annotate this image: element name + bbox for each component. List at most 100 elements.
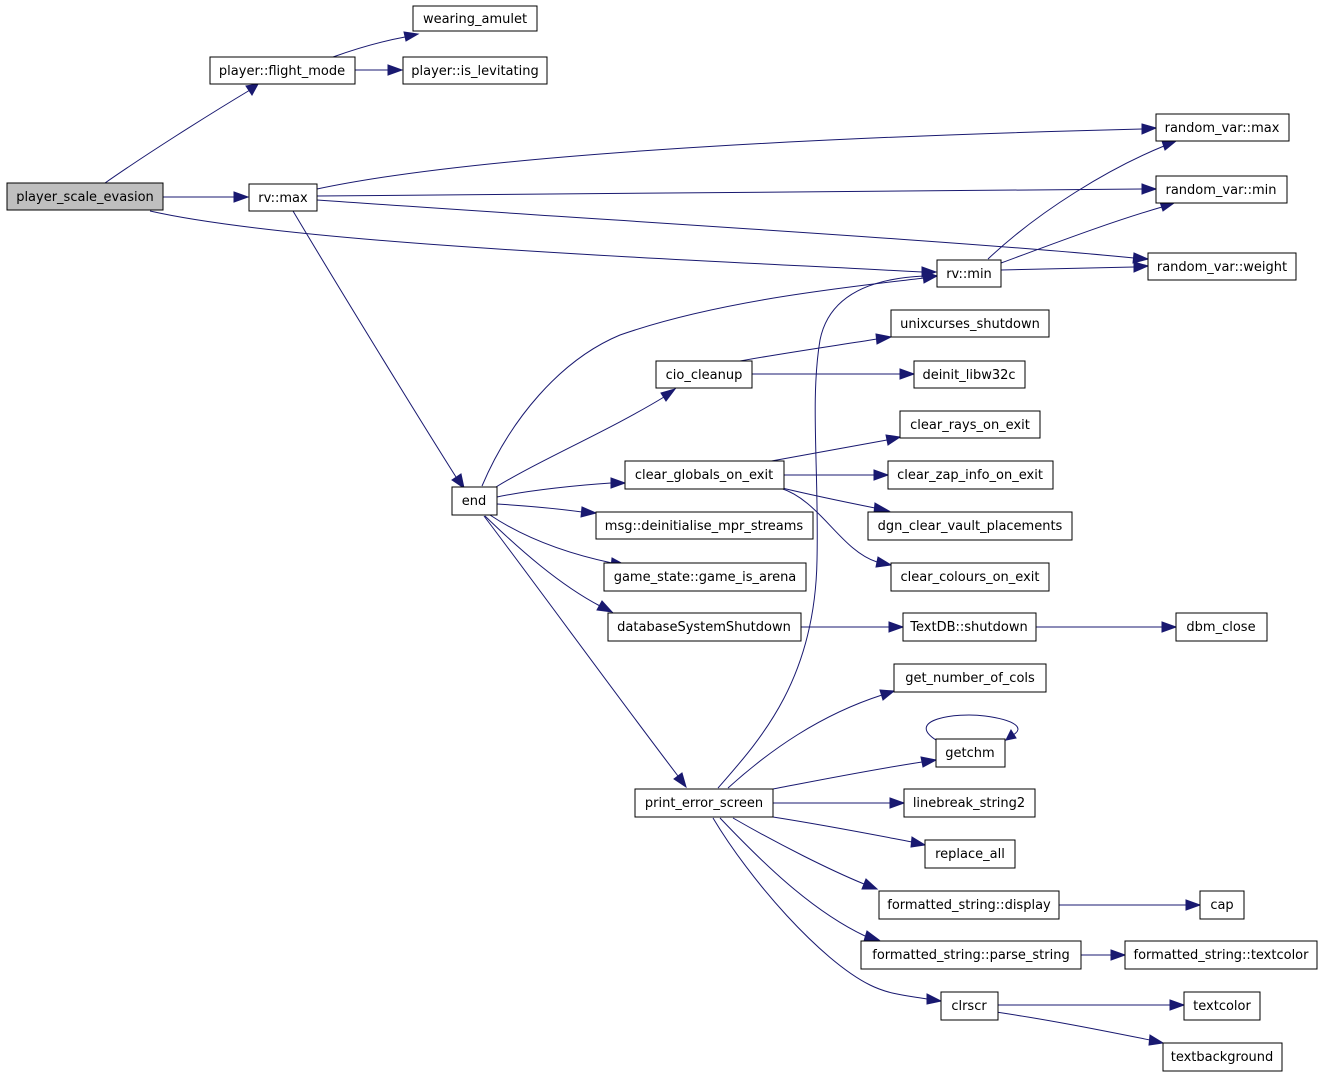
edge-end-to-msg-deinit: [496, 503, 598, 518]
edge-end-to-database-shutdown: [484, 515, 614, 613]
node-random-var-min[interactable]: random_var::min: [1155, 175, 1288, 204]
svg-text:clear_rays_on_exit: clear_rays_on_exit: [910, 418, 1030, 433]
svg-text:dbm_close: dbm_close: [1186, 620, 1255, 635]
node-msg-deinitialise-mpr-streams[interactable]: msg::deinitialise_mpr_streams: [595, 511, 814, 540]
svg-text:textbackground: textbackground: [1171, 1050, 1274, 1065]
svg-text:player_scale_evasion: player_scale_evasion: [16, 190, 154, 205]
edge-player-scale-evasion-to-rv-max: [163, 191, 250, 203]
node-get-number-of-cols[interactable]: get_number_of_cols: [893, 663, 1047, 693]
edge-end-to-print-error-screen: [483, 515, 687, 789]
graph-nodes: player_scale_evasion player::flight_mode…: [6, 5, 1318, 1072]
edge-clear-globals-to-clear-colours: [779, 487, 893, 568]
edge-end-to-clear-globals: [496, 477, 627, 498]
edge-flight-mode-to-wearing-amulet: [332, 31, 420, 58]
svg-text:cap: cap: [1210, 898, 1233, 913]
node-textbackground[interactable]: textbackground: [1162, 1042, 1283, 1072]
svg-text:player::is_levitating: player::is_levitating: [411, 64, 538, 79]
node-formatted-string-parse-string[interactable]: formatted_string::parse_string: [860, 940, 1082, 970]
edge-fs-parse-to-fs-textcolor: [1081, 949, 1127, 961]
edge-print-error-to-rv-min: [717, 270, 939, 789]
edge-clrscr-to-textcolor: [998, 999, 1186, 1011]
edge-end-to-cio-cleanup: [495, 388, 677, 488]
graph-edges: [104, 31, 1202, 1046]
svg-text:clrscr: clrscr: [951, 999, 987, 1014]
node-dbm-close[interactable]: dbm_close: [1175, 612, 1268, 642]
node-linebreak-string2[interactable]: linebreak_string2: [903, 788, 1036, 818]
svg-text:formatted_string::parse_string: formatted_string::parse_string: [872, 948, 1069, 963]
svg-text:formatted_string::textcolor: formatted_string::textcolor: [1134, 948, 1310, 963]
svg-text:deinit_libw32c: deinit_libw32c: [922, 368, 1015, 383]
svg-text:textcolor: textcolor: [1193, 999, 1251, 1014]
node-cio-cleanup[interactable]: cio_cleanup: [655, 360, 753, 389]
node-player-scale-evasion[interactable]: player_scale_evasion: [6, 182, 164, 211]
edge-print-error-to-fs-display: [732, 817, 879, 890]
node-clear-rays-on-exit[interactable]: clear_rays_on_exit: [899, 410, 1041, 439]
node-print-error-screen[interactable]: print_error_screen: [634, 788, 774, 818]
svg-text:unixcurses_shutdown: unixcurses_shutdown: [900, 317, 1040, 332]
node-dgn-clear-vault-placements[interactable]: dgn_clear_vault_placements: [867, 511, 1073, 541]
node-rv-min[interactable]: rv::min: [936, 259, 1002, 288]
edge-print-error-to-replace-all: [772, 816, 927, 848]
edge-rv-max-to-random-var-max: [316, 123, 1158, 190]
edge-print-error-to-linebreak: [773, 797, 906, 809]
svg-text:clear_globals_on_exit: clear_globals_on_exit: [635, 468, 773, 483]
node-cap[interactable]: cap: [1199, 890, 1245, 920]
edge-player-scale-evasion-to-rv-min: [149, 210, 938, 278]
edge-textdb-to-dbm-close: [1036, 621, 1178, 633]
svg-text:dgn_clear_vault_placements: dgn_clear_vault_placements: [878, 519, 1063, 534]
node-wearing-amulet[interactable]: wearing_amulet: [412, 5, 538, 32]
node-unixcurses-shutdown[interactable]: unixcurses_shutdown: [890, 309, 1050, 338]
svg-text:cio_cleanup: cio_cleanup: [666, 368, 743, 383]
node-end[interactable]: end: [451, 486, 498, 516]
node-clear-globals-on-exit[interactable]: clear_globals_on_exit: [624, 460, 785, 490]
edge-clrscr-to-textbackground: [995, 1011, 1165, 1046]
node-random-var-max[interactable]: random_var::max: [1155, 113, 1290, 142]
edge-print-error-to-fs-parse: [719, 817, 881, 942]
svg-text:clear_zap_info_on_exit: clear_zap_info_on_exit: [897, 468, 1043, 483]
node-clear-colours-on-exit[interactable]: clear_colours_on_exit: [890, 562, 1050, 592]
svg-text:random_var::weight: random_var::weight: [1157, 260, 1287, 275]
edge-player-scale-evasion-to-flight-mode: [104, 83, 259, 184]
edge-rv-max-to-end: [292, 210, 465, 490]
node-player-flight-mode[interactable]: player::flight_mode: [209, 56, 356, 85]
node-game-state-game-is-arena[interactable]: game_state::game_is_arena: [603, 562, 807, 592]
edge-cio-to-unixcurses: [739, 333, 893, 362]
svg-text:wearing_amulet: wearing_amulet: [423, 12, 527, 27]
svg-text:clear_colours_on_exit: clear_colours_on_exit: [901, 570, 1040, 585]
svg-text:databaseSystemShutdown: databaseSystemShutdown: [617, 620, 791, 635]
node-database-system-shutdown[interactable]: databaseSystemShutdown: [607, 612, 802, 642]
node-clrscr[interactable]: clrscr: [940, 991, 999, 1021]
node-formatted-string-display[interactable]: formatted_string::display: [878, 890, 1060, 920]
svg-text:getchm: getchm: [945, 746, 994, 761]
node-random-var-weight[interactable]: random_var::weight: [1147, 252, 1297, 281]
node-textdb-shutdown[interactable]: TextDB::shutdown: [902, 612, 1037, 642]
edge-print-error-to-get-number-of-cols: [727, 689, 896, 789]
svg-text:formatted_string::display: formatted_string::display: [887, 898, 1051, 913]
node-clear-zap-info-on-exit[interactable]: clear_zap_info_on_exit: [887, 460, 1054, 490]
edge-fs-display-to-cap: [1059, 899, 1202, 911]
svg-text:end: end: [462, 494, 487, 509]
node-player-is-levitating[interactable]: player::is_levitating: [402, 56, 548, 85]
node-rv-max[interactable]: rv::max: [248, 183, 318, 212]
edge-database-to-textdb: [801, 621, 905, 633]
svg-text:replace_all: replace_all: [935, 847, 1005, 862]
edge-flight-mode-to-is-levitating: [355, 64, 404, 76]
edge-getchm-self-loop: [926, 714, 1019, 741]
node-getchm[interactable]: getchm: [935, 738, 1006, 768]
edge-rv-min-to-random-var-weight: [1000, 261, 1150, 273]
edge-cio-to-deinit-libw32c: [752, 368, 916, 380]
svg-text:msg::deinitialise_mpr_streams: msg::deinitialise_mpr_streams: [605, 519, 804, 534]
svg-text:linebreak_string2: linebreak_string2: [913, 796, 1025, 811]
node-textcolor[interactable]: textcolor: [1183, 991, 1261, 1021]
node-deinit-libw32c[interactable]: deinit_libw32c: [913, 360, 1026, 389]
edge-print-error-to-getchm: [772, 756, 938, 790]
edge-rv-max-to-random-var-min: [316, 183, 1158, 197]
svg-text:rv::max: rv::max: [258, 191, 308, 206]
svg-text:random_var::max: random_var::max: [1165, 121, 1280, 136]
node-formatted-string-textcolor[interactable]: formatted_string::textcolor: [1124, 940, 1318, 970]
edge-clear-globals-to-clear-rays: [765, 434, 902, 463]
edge-print-error-to-clrscr: [712, 817, 943, 1005]
node-replace-all[interactable]: replace_all: [924, 839, 1016, 869]
edge-clear-globals-to-clear-zap: [784, 469, 890, 481]
